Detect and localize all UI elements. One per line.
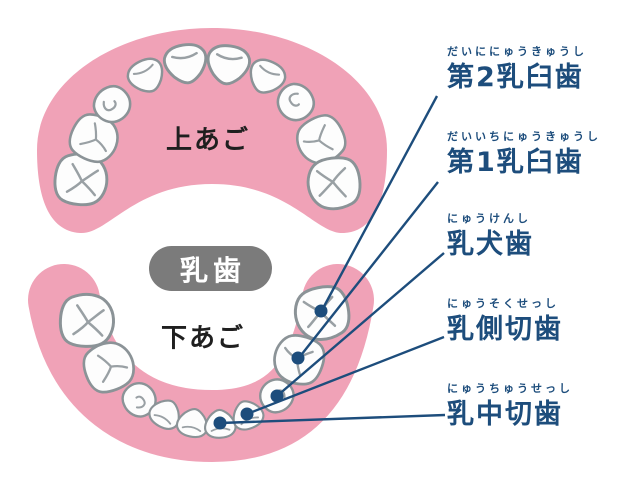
- label-first-primary-molar-furigana: だいいちにゅうきゅうし: [447, 130, 601, 143]
- leader-line-first-molar: [297, 181, 439, 360]
- lower-left-second-molar: [57, 291, 117, 350]
- lower-jaw-label: 下あご: [160, 323, 246, 354]
- label-primary-central-incisor: にゅうちゅうせっし 乳中切歯: [447, 381, 573, 430]
- dot-canine: [270, 389, 284, 403]
- label-primary-lateral-incisor: にゅうそくせっし 乳側切歯: [447, 296, 563, 345]
- label-primary-canine-name: 乳犬歯: [447, 229, 534, 260]
- label-primary-central-incisor-name: 乳中切歯: [447, 399, 563, 430]
- dot-lateral-incisor: [240, 407, 254, 421]
- label-primary-canine: にゅうけんし 乳犬歯: [447, 211, 534, 260]
- upper-jaw-label: 上あご: [165, 125, 251, 156]
- dot-second-molar: [314, 304, 328, 318]
- label-primary-canine-furigana: にゅうけんし: [447, 212, 531, 225]
- label-primary-central-incisor-furigana: にゅうちゅうせっし: [447, 382, 573, 395]
- label-second-primary-molar-furigana: だいににゅうきゅうし: [447, 45, 587, 58]
- label-first-primary-molar: だいいちにゅうきゅうし 第1乳臼歯: [447, 129, 601, 178]
- upper-jaw-gum: [37, 28, 387, 234]
- label-first-primary-molar-name: 第1乳臼歯: [447, 147, 584, 178]
- dot-first-molar: [291, 351, 305, 365]
- dot-central-incisor: [213, 416, 227, 430]
- badge-label: 乳歯: [179, 253, 246, 287]
- label-second-primary-molar-name: 第2乳臼歯: [447, 62, 584, 93]
- leader-line-canine: [276, 252, 445, 397]
- label-primary-lateral-incisor-furigana: にゅうそくせっし: [447, 297, 559, 310]
- leader-line-second-molar: [319, 95, 439, 313]
- tooth-marker-dots: [213, 304, 328, 430]
- leader-line-central-incisor: [219, 413, 446, 425]
- label-second-primary-molar: だいににゅうきゅうし 第2乳臼歯: [447, 44, 587, 93]
- badge-pill: [149, 246, 272, 291]
- label-primary-lateral-incisor-name: 乳側切歯: [447, 314, 563, 345]
